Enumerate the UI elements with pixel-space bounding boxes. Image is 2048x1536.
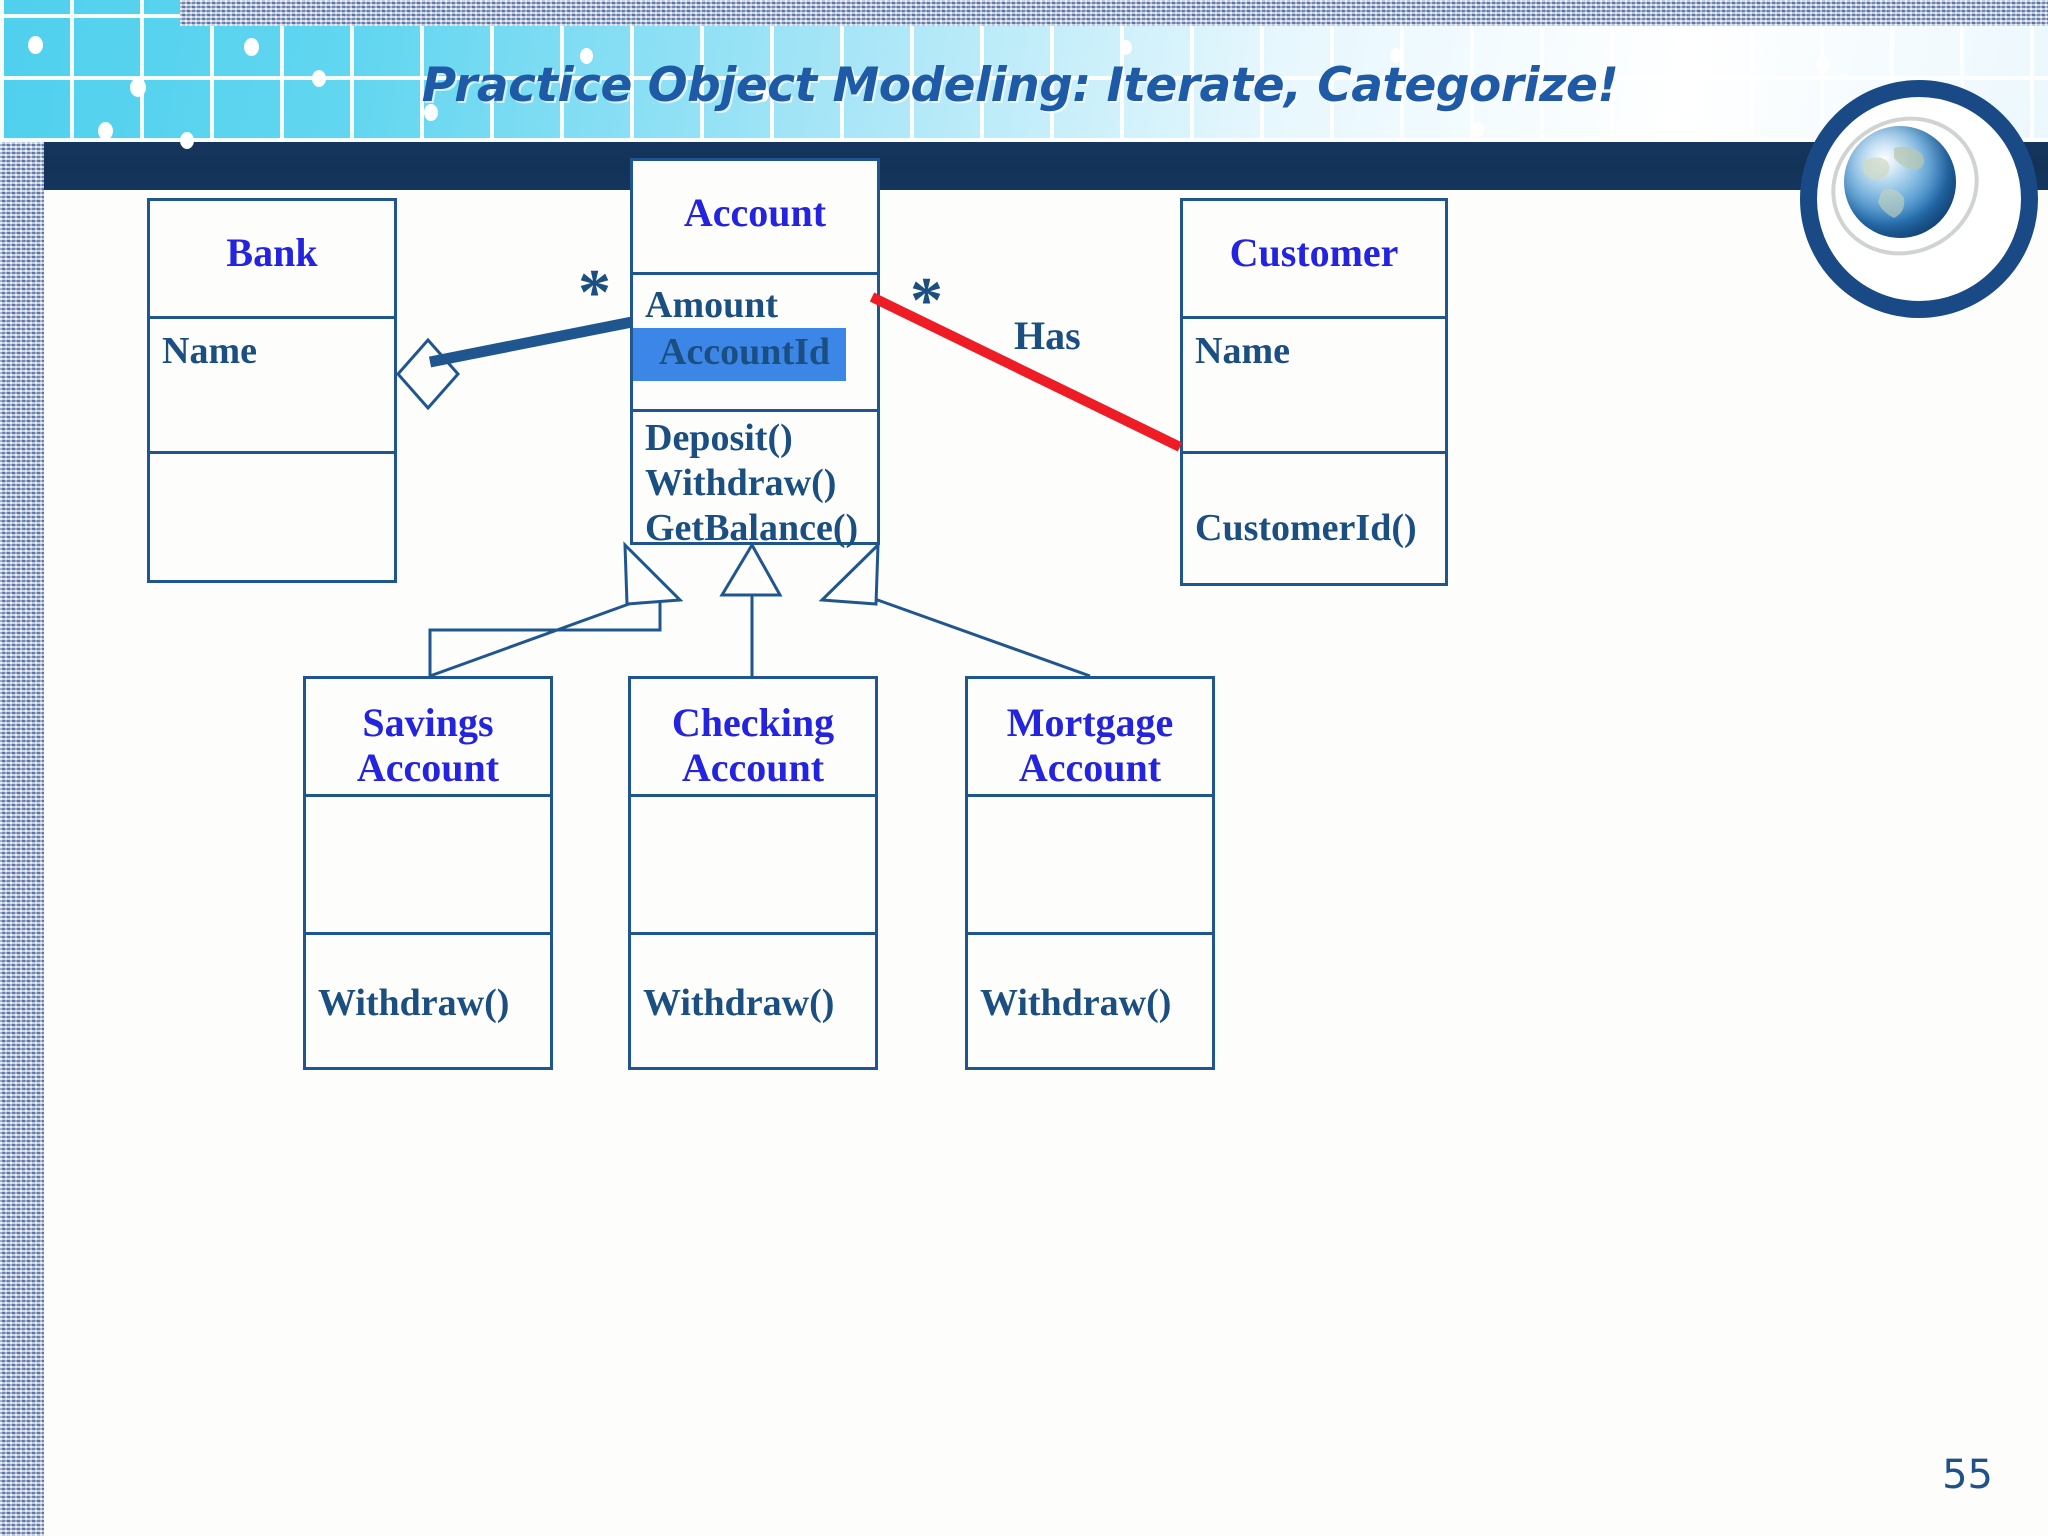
class-box-bank[interactable]: Bank Name [147, 198, 397, 583]
class-mortgage-operation: Withdraw() [980, 982, 1172, 1024]
class-bank-operations-section [150, 454, 394, 580]
banner-dot [28, 36, 43, 54]
class-mortgage-operations-section: Withdraw() [968, 935, 1212, 1067]
banner-dot [1246, 74, 1258, 89]
banner-dot [180, 132, 194, 149]
banner-dot [1390, 48, 1402, 63]
banner-dot [98, 122, 113, 140]
banner-dot [244, 38, 259, 56]
class-account-operation: Deposit() [645, 417, 793, 459]
banner-dot [756, 86, 769, 102]
page-number: 55 [1942, 1452, 1993, 1498]
class-bank-attributes-section: Name [150, 319, 394, 454]
page-title: Practice Object Modeling: Iterate, Categ… [421, 58, 1619, 113]
class-checking-name-line1: Checking [671, 700, 835, 745]
class-checking-name-line2: Account [681, 744, 825, 790]
denim-left-strip [0, 0, 44, 1536]
class-account-name: Account [683, 190, 827, 235]
class-account-attribute: Amount [645, 284, 779, 326]
class-box-savings-account[interactable]: Savings Account Withdraw() [303, 676, 553, 1070]
class-mortgage-attributes-section [968, 797, 1212, 935]
banner-dot [580, 48, 593, 64]
banner-dot [1472, 122, 1484, 137]
class-savings-operation: Withdraw() [318, 982, 510, 1024]
class-account-operation: GetBalance() [645, 506, 859, 549]
class-savings-name-line2: Account [356, 744, 500, 790]
association-label-has: Has [1014, 313, 1081, 358]
banner-dot [1816, 56, 1830, 73]
banner-dot [1120, 40, 1132, 55]
banner-dot [424, 104, 438, 121]
globe-icon [1844, 126, 1956, 238]
class-box-mortgage-account[interactable]: Mortgage Account Withdraw() [965, 676, 1215, 1070]
class-savings-operations-section: Withdraw() [306, 935, 550, 1067]
class-account-attributes-section: Amount AccountId [633, 275, 877, 412]
banner-dot [1698, 62, 1711, 78]
class-box-checking-account[interactable]: Checking Account Withdraw() [628, 676, 878, 1070]
class-checking-operation: Withdraw() [643, 982, 835, 1024]
class-savings-attributes-section [306, 797, 550, 935]
class-account-operations-section: Deposit() Withdraw() GetBalance() [633, 412, 877, 549]
class-bank-name: Bank [226, 230, 318, 275]
class-customer-operations-section: CustomerId() [1183, 454, 1445, 583]
class-checking-operations-section: Withdraw() [631, 935, 875, 1067]
class-savings-name-line1: Savings [362, 700, 494, 745]
class-checking-name-section: Checking Account [631, 679, 875, 797]
class-customer-name: Customer [1229, 230, 1399, 275]
banner-dot [130, 78, 146, 97]
class-account-attribute-highlighted: AccountId [633, 327, 847, 381]
navy-divider-band [44, 142, 2048, 190]
class-checking-attributes-section [631, 797, 875, 935]
class-box-customer[interactable]: Customer Name CustomerId() [1180, 198, 1448, 586]
class-customer-attribute: Name [1195, 330, 1290, 372]
class-savings-name-section: Savings Account [306, 679, 550, 797]
class-mortgage-name-line1: Mortgage [1006, 700, 1174, 745]
class-account-operation: Withdraw() [645, 461, 837, 504]
class-customer-attributes-section: Name [1183, 319, 1445, 454]
class-box-account[interactable]: Account Amount AccountId Deposit() Withd… [630, 158, 880, 549]
class-mortgage-name-line2: Account [1018, 744, 1162, 790]
globe-landmass [1844, 126, 1956, 238]
multiplicity-bank-side: * [578, 256, 611, 329]
class-bank-name-section: Bank [150, 201, 394, 319]
class-customer-name-section: Customer [1183, 201, 1445, 319]
class-mortgage-name-section: Mortgage Account [968, 679, 1212, 797]
class-customer-operation: CustomerId() [1195, 507, 1417, 549]
multiplicity-customer-side: * [910, 264, 943, 337]
banner-dot [312, 70, 326, 87]
denim-top-strip [180, 0, 2048, 26]
class-bank-attribute: Name [162, 330, 257, 372]
class-account-name-section: Account [633, 161, 877, 275]
